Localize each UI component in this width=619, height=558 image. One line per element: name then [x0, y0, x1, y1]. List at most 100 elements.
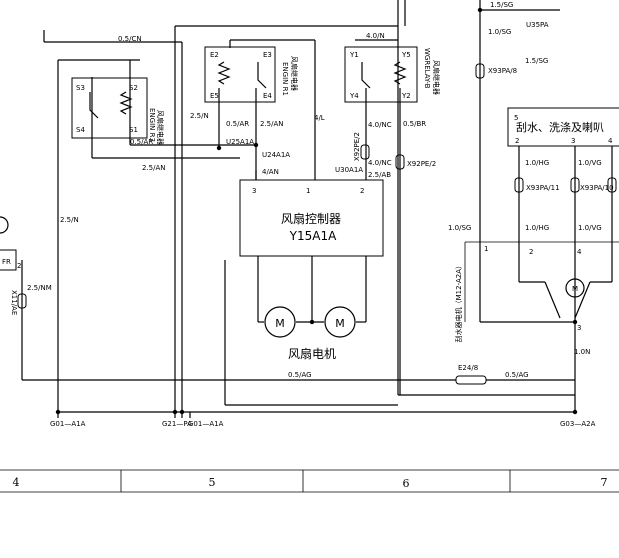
wiper-p3: 3	[577, 324, 581, 332]
label-10hg-b: 1.0/HG	[525, 224, 549, 232]
rb-pin-y1: Y1	[349, 51, 359, 59]
label-10n: 1.0N	[574, 348, 590, 356]
connector-x93pa8	[475, 63, 485, 79]
label-25an-b: 2.5/AN	[142, 164, 166, 172]
relay-r1-coil	[217, 61, 231, 85]
label-4an: 4/AN	[262, 168, 279, 176]
r1-pin-e4: E4	[263, 92, 272, 100]
fan-controller-pin1: 1	[306, 187, 310, 195]
relay-wgrelay-b: Y1 Y5 Y4 Y2 WGRELAY-B 风扇继电器	[344, 46, 441, 103]
label-15sg: 1.5/SG	[525, 57, 548, 65]
label-4l: 4/L	[314, 114, 325, 122]
relay-r3-coil	[119, 91, 133, 115]
label-fr: FR	[2, 258, 11, 266]
rb-pin-y5: Y5	[401, 51, 411, 59]
rb-pin-y4: Y4	[349, 92, 359, 100]
wiper-box	[507, 107, 619, 147]
fan-motor-2-m: M	[335, 317, 345, 330]
label-g03: G03—A2A	[560, 420, 596, 428]
relay-engin-r1: E2 E3 E5 E4 ENGIN R1 风扇继电器	[204, 46, 299, 103]
relay-r1-switch	[257, 62, 267, 89]
label-g21: G21—PA	[162, 420, 192, 428]
fan-controller-pin3: 3	[252, 187, 256, 195]
connectors	[0, 63, 617, 385]
relay-b-label: WGRELAY-B	[423, 48, 431, 89]
label-05ar: 0.5/AR	[226, 120, 249, 128]
connector-x92pe-a	[360, 144, 370, 160]
relay-r1-box	[204, 46, 276, 103]
r3-pin-s3: S3	[76, 84, 85, 92]
left-partial-box	[0, 249, 17, 271]
column-7: 7	[601, 476, 608, 489]
label-10sg: 1.0/SG	[488, 28, 511, 36]
label-05br: 0.5/BR	[403, 120, 426, 128]
column-ruler: 4 5 6 7	[0, 469, 619, 493]
label-x92pe2-a: X92PE/2	[353, 132, 361, 161]
connector-x93pa10-a	[570, 177, 580, 193]
r3-pin-s1: S1	[129, 126, 138, 134]
wiper-p4: 4	[577, 248, 582, 256]
left-partial-component	[0, 216, 9, 234]
label-g01-a: G01—A1A	[50, 420, 86, 428]
wiper-motor-label: 刮水器电机（M12-A2A）	[454, 262, 463, 342]
relay-engin-r3: S3 S2 S4 S1 ENGIN R3 风扇继电器	[71, 77, 165, 145]
r3-pin-s2: S2	[129, 84, 138, 92]
label-10sg-b: 1.0/SG	[448, 224, 471, 232]
label-x93pa11: X93PA/11	[526, 184, 560, 192]
label-10hg: 1.0/HG	[525, 159, 549, 167]
relay-b-cn: 风扇继电器	[432, 60, 441, 95]
label-x11ae: X11/AE	[10, 290, 18, 315]
label-u35pa: U35PA	[526, 21, 549, 29]
fan-motor-label: 风扇电机	[288, 346, 336, 361]
label-u25a1a: U25A1A	[226, 138, 254, 146]
label-e24: E24/8	[458, 364, 478, 372]
wiper-switch-arms	[544, 281, 591, 319]
column-5: 5	[209, 476, 216, 489]
label-05ar-b: 0.5/AR	[130, 138, 153, 146]
label-40n: 4.0/N	[366, 32, 385, 40]
connector-x92pe-b	[395, 154, 405, 170]
label-05ag-b: 0.5/AG	[505, 371, 529, 379]
relay-b-coil	[393, 61, 407, 85]
wiper-motor	[565, 278, 585, 298]
r3-pin-s4: S4	[76, 126, 85, 134]
junction-dots	[55, 7, 578, 415]
connector-x93pa10-b	[607, 177, 617, 193]
label-25an: 2.5/AN	[260, 120, 284, 128]
wiper-box-pin5: 5	[514, 114, 518, 122]
relay-b-switch	[361, 62, 371, 89]
label-x92pe2-b: X92PE/2	[407, 160, 436, 168]
wiper-p2: 2	[529, 248, 533, 256]
column-6: 6	[403, 477, 410, 490]
wiper-motor-m: M	[572, 285, 578, 293]
connector-x11ae	[17, 293, 27, 309]
relay-r3-label: ENGIN R3	[148, 108, 156, 142]
label-x93pa10: X93PA/10	[580, 184, 614, 192]
relay-b-box	[344, 46, 418, 103]
label-10vg: 1.0/VG	[578, 159, 602, 167]
label-05ag-a: 0.5/AG	[288, 371, 312, 379]
connector-e24	[455, 375, 487, 385]
fan-controller: 3 1 2 风扇控制器 Y15A1A	[239, 179, 384, 257]
fan-motor-2	[324, 306, 356, 338]
relay-r1-cn: 风扇继电器	[290, 56, 299, 91]
wiper-p1: 1	[484, 245, 488, 253]
wire-network	[21, 0, 619, 418]
label-x93pa8: X93PA/8	[488, 67, 517, 75]
label-15sg-top: 1.5/SG	[490, 1, 513, 9]
relay-r3-switch	[89, 92, 99, 119]
fan-motor-1	[264, 306, 296, 338]
label-40nc: 4.0/NC	[368, 121, 392, 129]
wiper-box-title: 刮水、洗涤及喇叭	[516, 120, 604, 134]
fan-controller-title: 风扇控制器	[281, 211, 341, 226]
wire-labels: 1.5/SG U35PA 1.0/SG 1.5/SG X93PA/8 0.5/C…	[2, 1, 614, 428]
label-g01-b: G01—A1A	[188, 420, 224, 428]
fan-motor-1-m: M	[275, 317, 285, 330]
relay-r3-cn: 风扇继电器	[156, 110, 165, 145]
label-10vg-b: 1.0/VG	[578, 224, 602, 232]
r1-pin-e2: E2	[210, 51, 219, 59]
relay-r1-label: ENGIN R1	[281, 62, 289, 96]
label-u24a1a: U24A1A	[262, 151, 290, 159]
